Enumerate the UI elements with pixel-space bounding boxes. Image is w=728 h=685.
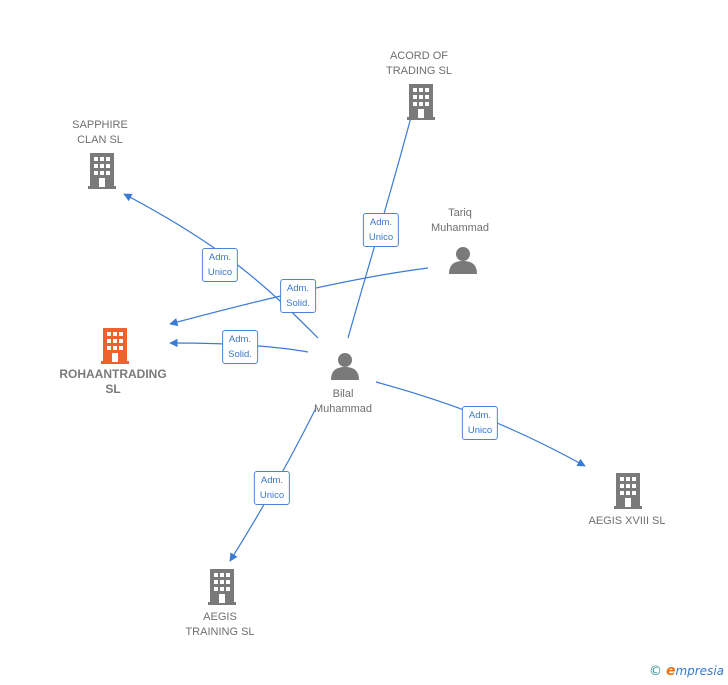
building-icon[interactable] — [88, 153, 116, 189]
footer-brand[interactable]: ©empresia — [649, 663, 724, 679]
node-label-acord[interactable]: ACORD OF TRADING SL — [385, 50, 453, 77]
building-icon[interactable] — [208, 569, 236, 605]
node-label-sapphire[interactable]: SAPPHIRE CLAN SL — [72, 119, 128, 146]
role-badge-tariq-rohaan: Adm. Solid. — [280, 279, 316, 313]
role-badge-sapphire: Adm. Unico — [201, 248, 239, 282]
role-badge-bilal-rohaan: Adm. Solid. — [222, 330, 258, 364]
node-label-aegis-xviii[interactable]: AEGIS XVIII SL — [588, 515, 666, 527]
person-icon[interactable] — [449, 247, 477, 274]
node-label-tariq[interactable]: Tariq Muhammad — [430, 207, 490, 234]
role-badge-aegis-xviii: Adm. Unico — [461, 406, 499, 440]
role-badge-aegis-training: Adm. Unico — [253, 471, 291, 505]
brand-initial: e — [665, 663, 676, 679]
copyright-symbol: © — [648, 664, 662, 679]
role-badge-acord: Adm. Unico — [362, 213, 400, 247]
edge-bilal-sapphire — [123, 193, 319, 339]
building-icon[interactable] — [614, 473, 642, 509]
building-icon[interactable] — [101, 328, 129, 364]
node-label-rohaantrading[interactable]: ROHAANTRADING SL — [59, 367, 167, 396]
person-icon[interactable] — [331, 353, 359, 380]
building-icon[interactable] — [407, 84, 435, 120]
node-label-aegis-training[interactable]: AEGIS TRAINING SL — [185, 611, 255, 638]
brand-name: mpresia — [675, 664, 724, 678]
node-label-bilal[interactable]: Bilal Muhammad — [313, 388, 373, 415]
